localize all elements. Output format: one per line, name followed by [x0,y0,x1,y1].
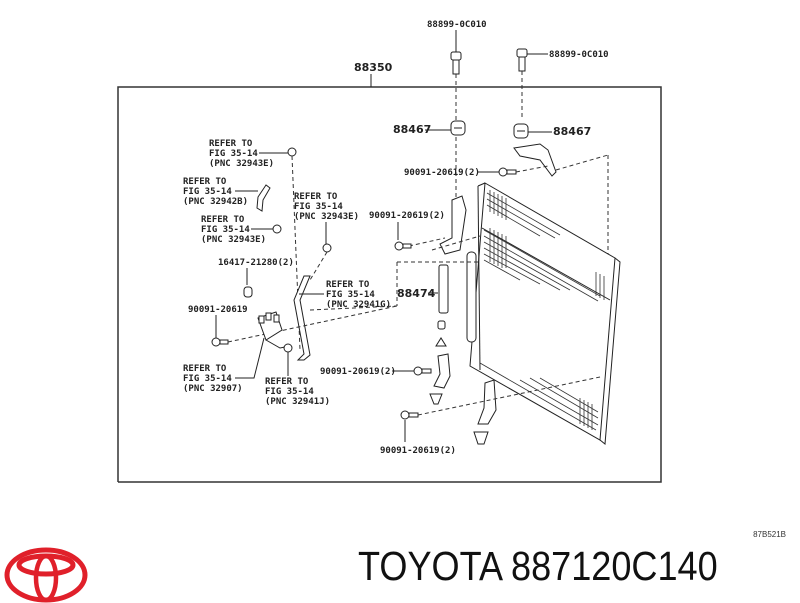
svg-text:(PNC 32941J): (PNC 32941J) [265,397,330,407]
bracket-left [439,195,467,255]
svg-text:(PNC 32943E): (PNC 32943E) [209,159,274,169]
bolt-icon [498,167,517,177]
cushion-icon [513,123,529,139]
label-bolt-left: 90091-20619 [188,305,248,315]
label-bolt-upper-right: 90091-20619(2) [404,168,480,178]
clamp-icon [287,147,297,157]
label-bolt-bottom: 90091-20619(2) [380,446,456,456]
mount-icon [429,393,443,405]
label-oring: 16417-21280(2) [218,258,294,268]
bracket-lower-right [477,379,497,425]
seal-strip [438,264,449,314]
svg-text:REFER TO: REFER TO [201,215,245,225]
clamp-icon [322,243,332,253]
toyota-logo-icon [4,547,88,603]
refer-label-6: REFER TO FIG 35-14 (PNC 32907) [183,364,243,394]
pipe-block [257,311,291,349]
bolt-icon [211,337,229,347]
cushion-lower-icon [435,337,447,347]
bolt-icon [400,410,419,420]
svg-text:(PNC 32943E): (PNC 32943E) [201,235,266,245]
label-seal: 88474 [397,287,436,300]
svg-text:(PNC 32907): (PNC 32907) [183,384,243,394]
svg-text:FIG 35-14: FIG 35-14 [294,202,343,212]
svg-text:REFER TO: REFER TO [183,177,227,187]
bolt-icon [413,366,432,376]
label-clip-top-right: 88899-0C010 [549,50,609,60]
assembly-frame [117,86,662,483]
hose-icon [256,184,271,212]
label-cushion-left: 88467 [393,123,431,136]
bracket-upper-right [513,143,557,177]
receiver-tank [466,251,477,343]
hose-icon [293,275,311,361]
svg-text:FIG 35-14: FIG 35-14 [183,187,232,197]
refer-label-1: REFER TO FIG 35-14 (PNC 32943E) [209,139,274,169]
label-cushion-right: 88467 [553,125,591,138]
clip-icon [516,48,528,72]
clamp-icon [283,343,293,353]
frame-label: 88350 [354,61,393,74]
label-bolt-upper-left: 90091-20619(2) [369,211,445,221]
label-clip-top-left: 88899-0C010 [427,20,487,30]
svg-text:REFER TO: REFER TO [209,139,253,149]
svg-text:FIG 35-14: FIG 35-14 [265,387,314,397]
clamp-icon [272,224,282,234]
bracket-lower-left [433,353,451,389]
clip-icon [450,51,462,75]
svg-text:REFER TO: REFER TO [265,377,309,387]
svg-text:FIG 35-14: FIG 35-14 [209,149,258,159]
grommet-icon [437,320,446,330]
svg-text:FIG 35-14: FIG 35-14 [326,290,375,300]
svg-text:(PNC 32941G): (PNC 32941G) [326,300,391,310]
svg-text:REFER TO: REFER TO [183,364,227,374]
mount-icon [473,431,489,445]
refer-label-7: REFER TO FIG 35-14 (PNC 32941J) [265,377,330,407]
condenser-core [469,182,621,445]
svg-text:FIG 35-14: FIG 35-14 [201,225,250,235]
part-title: TOYOTA 887120C140 [358,543,718,589]
bolt-icon [394,241,412,251]
cushion-icon [450,120,466,136]
refer-label-4: REFER TO FIG 35-14 (PNC 32943E) [294,192,359,222]
refer-label-3: REFER TO FIG 35-14 (PNC 32943E) [201,215,266,245]
svg-text:(PNC 32942B): (PNC 32942B) [183,197,248,207]
svg-text:REFER TO: REFER TO [294,192,338,202]
svg-text:(PNC 32943E): (PNC 32943E) [294,212,359,222]
label-bolt-lower-mid: 90091-20619(2) [320,367,396,377]
svg-text:FIG 35-14: FIG 35-14 [183,374,232,384]
illustration-code: 87B521B [753,530,786,539]
oring-icon [243,286,253,298]
refer-label-5: REFER TO FIG 35-14 (PNC 32941G) [326,280,391,310]
svg-text:REFER TO: REFER TO [326,280,370,290]
refer-label-2: REFER TO FIG 35-14 (PNC 32942B) [183,177,248,207]
